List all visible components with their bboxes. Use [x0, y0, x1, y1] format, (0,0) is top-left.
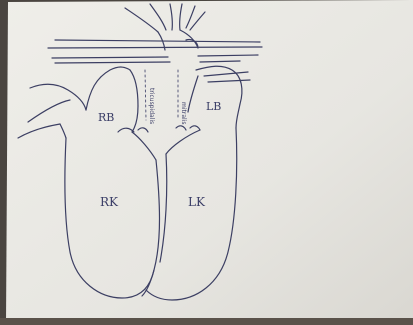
label-lb: LB — [206, 100, 221, 113]
label-lk: LK — [188, 195, 206, 209]
label-rk: RK — [100, 195, 119, 209]
label-rb: RB — [98, 111, 114, 124]
table-edge — [0, 318, 413, 325]
mitral-note: mitralis — [180, 102, 187, 124]
paper-sheet — [6, 0, 413, 325]
tricuspid-note: tricuspidalis — [148, 88, 155, 124]
